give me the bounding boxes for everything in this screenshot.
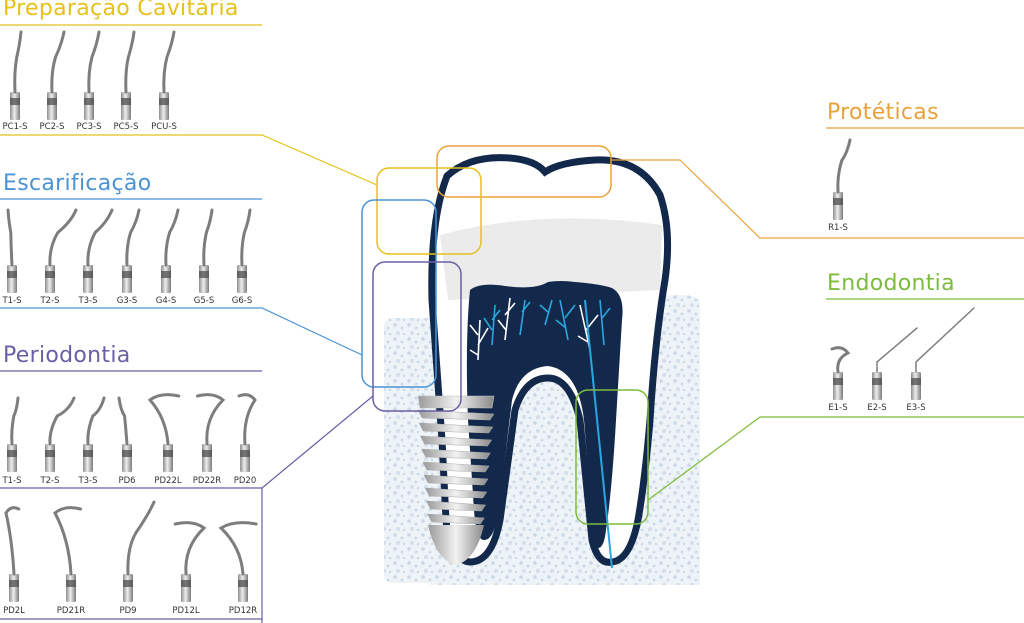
- instrument-tip-icon: [6, 208, 17, 293]
- highlight-preparacao: [376, 167, 482, 255]
- tip-label: G4-S: [155, 296, 177, 306]
- tip-label: PD21R: [56, 606, 86, 616]
- instrument-tip-icon: [83, 396, 106, 472]
- instrument-tip-icon: [84, 30, 101, 120]
- pulp-chamber: [466, 281, 623, 548]
- tip-label: PC2-S: [39, 122, 65, 132]
- instrument-tip-icon: [53, 506, 83, 602]
- tip-label: T3-S: [78, 296, 98, 306]
- dental-implant: [417, 395, 495, 565]
- instrument-tip-icon: [147, 393, 181, 472]
- highlight-periodontia: [372, 261, 462, 412]
- instrument-tip-icon: [173, 521, 207, 602]
- tip-label: PD6: [118, 476, 136, 486]
- instrument-tip-icon: [872, 327, 918, 400]
- tip-label: PD12L: [172, 606, 200, 616]
- instrument-tip-icon: [237, 208, 252, 293]
- tip-label: PD9: [119, 606, 137, 616]
- instrument-tip-icon: [117, 396, 132, 472]
- instrument-tip-icon: [121, 30, 136, 120]
- instrument-tip-icon: [122, 208, 141, 293]
- instrument-tip-icon: [161, 208, 180, 293]
- tip-label: PD2L: [3, 606, 25, 616]
- tip-label: PD22L: [154, 476, 182, 486]
- tip-label: T2-S: [40, 296, 60, 306]
- title-periodontia: Periodontia: [3, 343, 131, 368]
- tip-label: G3-S: [116, 296, 138, 306]
- title-preparacao: Preparação Cavitária: [3, 0, 239, 21]
- instrument-tip-icon: [159, 30, 176, 120]
- highlight-proteticas: [436, 145, 612, 198]
- title-proteticas: Protéticas: [827, 100, 939, 125]
- tip-label: PD20: [233, 476, 257, 486]
- tip-label: G5-S: [193, 296, 215, 306]
- instrument-tip-icon: [911, 307, 975, 400]
- tip-label: E3-S: [906, 403, 926, 413]
- instrument-tip-icon: [123, 500, 156, 602]
- tip-label: PCU-S: [151, 122, 177, 132]
- instrument-tip-icon: [237, 393, 257, 472]
- tip-label: G6-S: [231, 296, 253, 306]
- tip-label: PC3-S: [76, 122, 102, 132]
- instrument-tip-icon: [10, 30, 23, 120]
- instrument-tip-icon: [45, 396, 76, 472]
- instrument-tip-icon: [45, 208, 78, 293]
- instrument-tip-icon: [47, 30, 66, 120]
- instrument-tips: [4, 30, 975, 602]
- highlight-escarificacao: [361, 199, 437, 388]
- tip-label: E1-S: [828, 403, 848, 413]
- instrument-tip-icon: [7, 396, 20, 472]
- connectors: [0, 24, 1024, 623]
- tip-label: T2-S: [40, 476, 60, 486]
- tip-label: PD12R: [228, 606, 258, 616]
- nerve-lines: [469, 297, 611, 361]
- enamel-fill: [440, 218, 662, 300]
- instrument-tip-icon: [195, 393, 226, 472]
- title-endodontia: Endodontia: [827, 271, 955, 296]
- tip-label: E2-S: [867, 403, 887, 413]
- highlight-endodontia: [575, 389, 649, 525]
- tip-label: T1-S: [2, 476, 22, 486]
- tip-label: T3-S: [78, 476, 98, 486]
- tip-label: R1-S: [828, 223, 848, 233]
- tip-label: PC5-S: [113, 122, 139, 132]
- tip-label: PC1-S: [2, 122, 28, 132]
- instrument-tip-icon: [199, 208, 214, 293]
- instrument-tip-icon: [833, 138, 852, 220]
- title-escarificacao: Escarificação: [3, 171, 152, 196]
- bone-left: [384, 318, 436, 583]
- tip-label: PD22R: [192, 476, 222, 486]
- tip-label: T1-S: [2, 296, 22, 306]
- instrument-tip-icon: [4, 506, 21, 602]
- instrument-tip-icon: [83, 208, 114, 293]
- instrument-tip-icon: [830, 346, 851, 400]
- instrument-tip-icon: [218, 521, 258, 602]
